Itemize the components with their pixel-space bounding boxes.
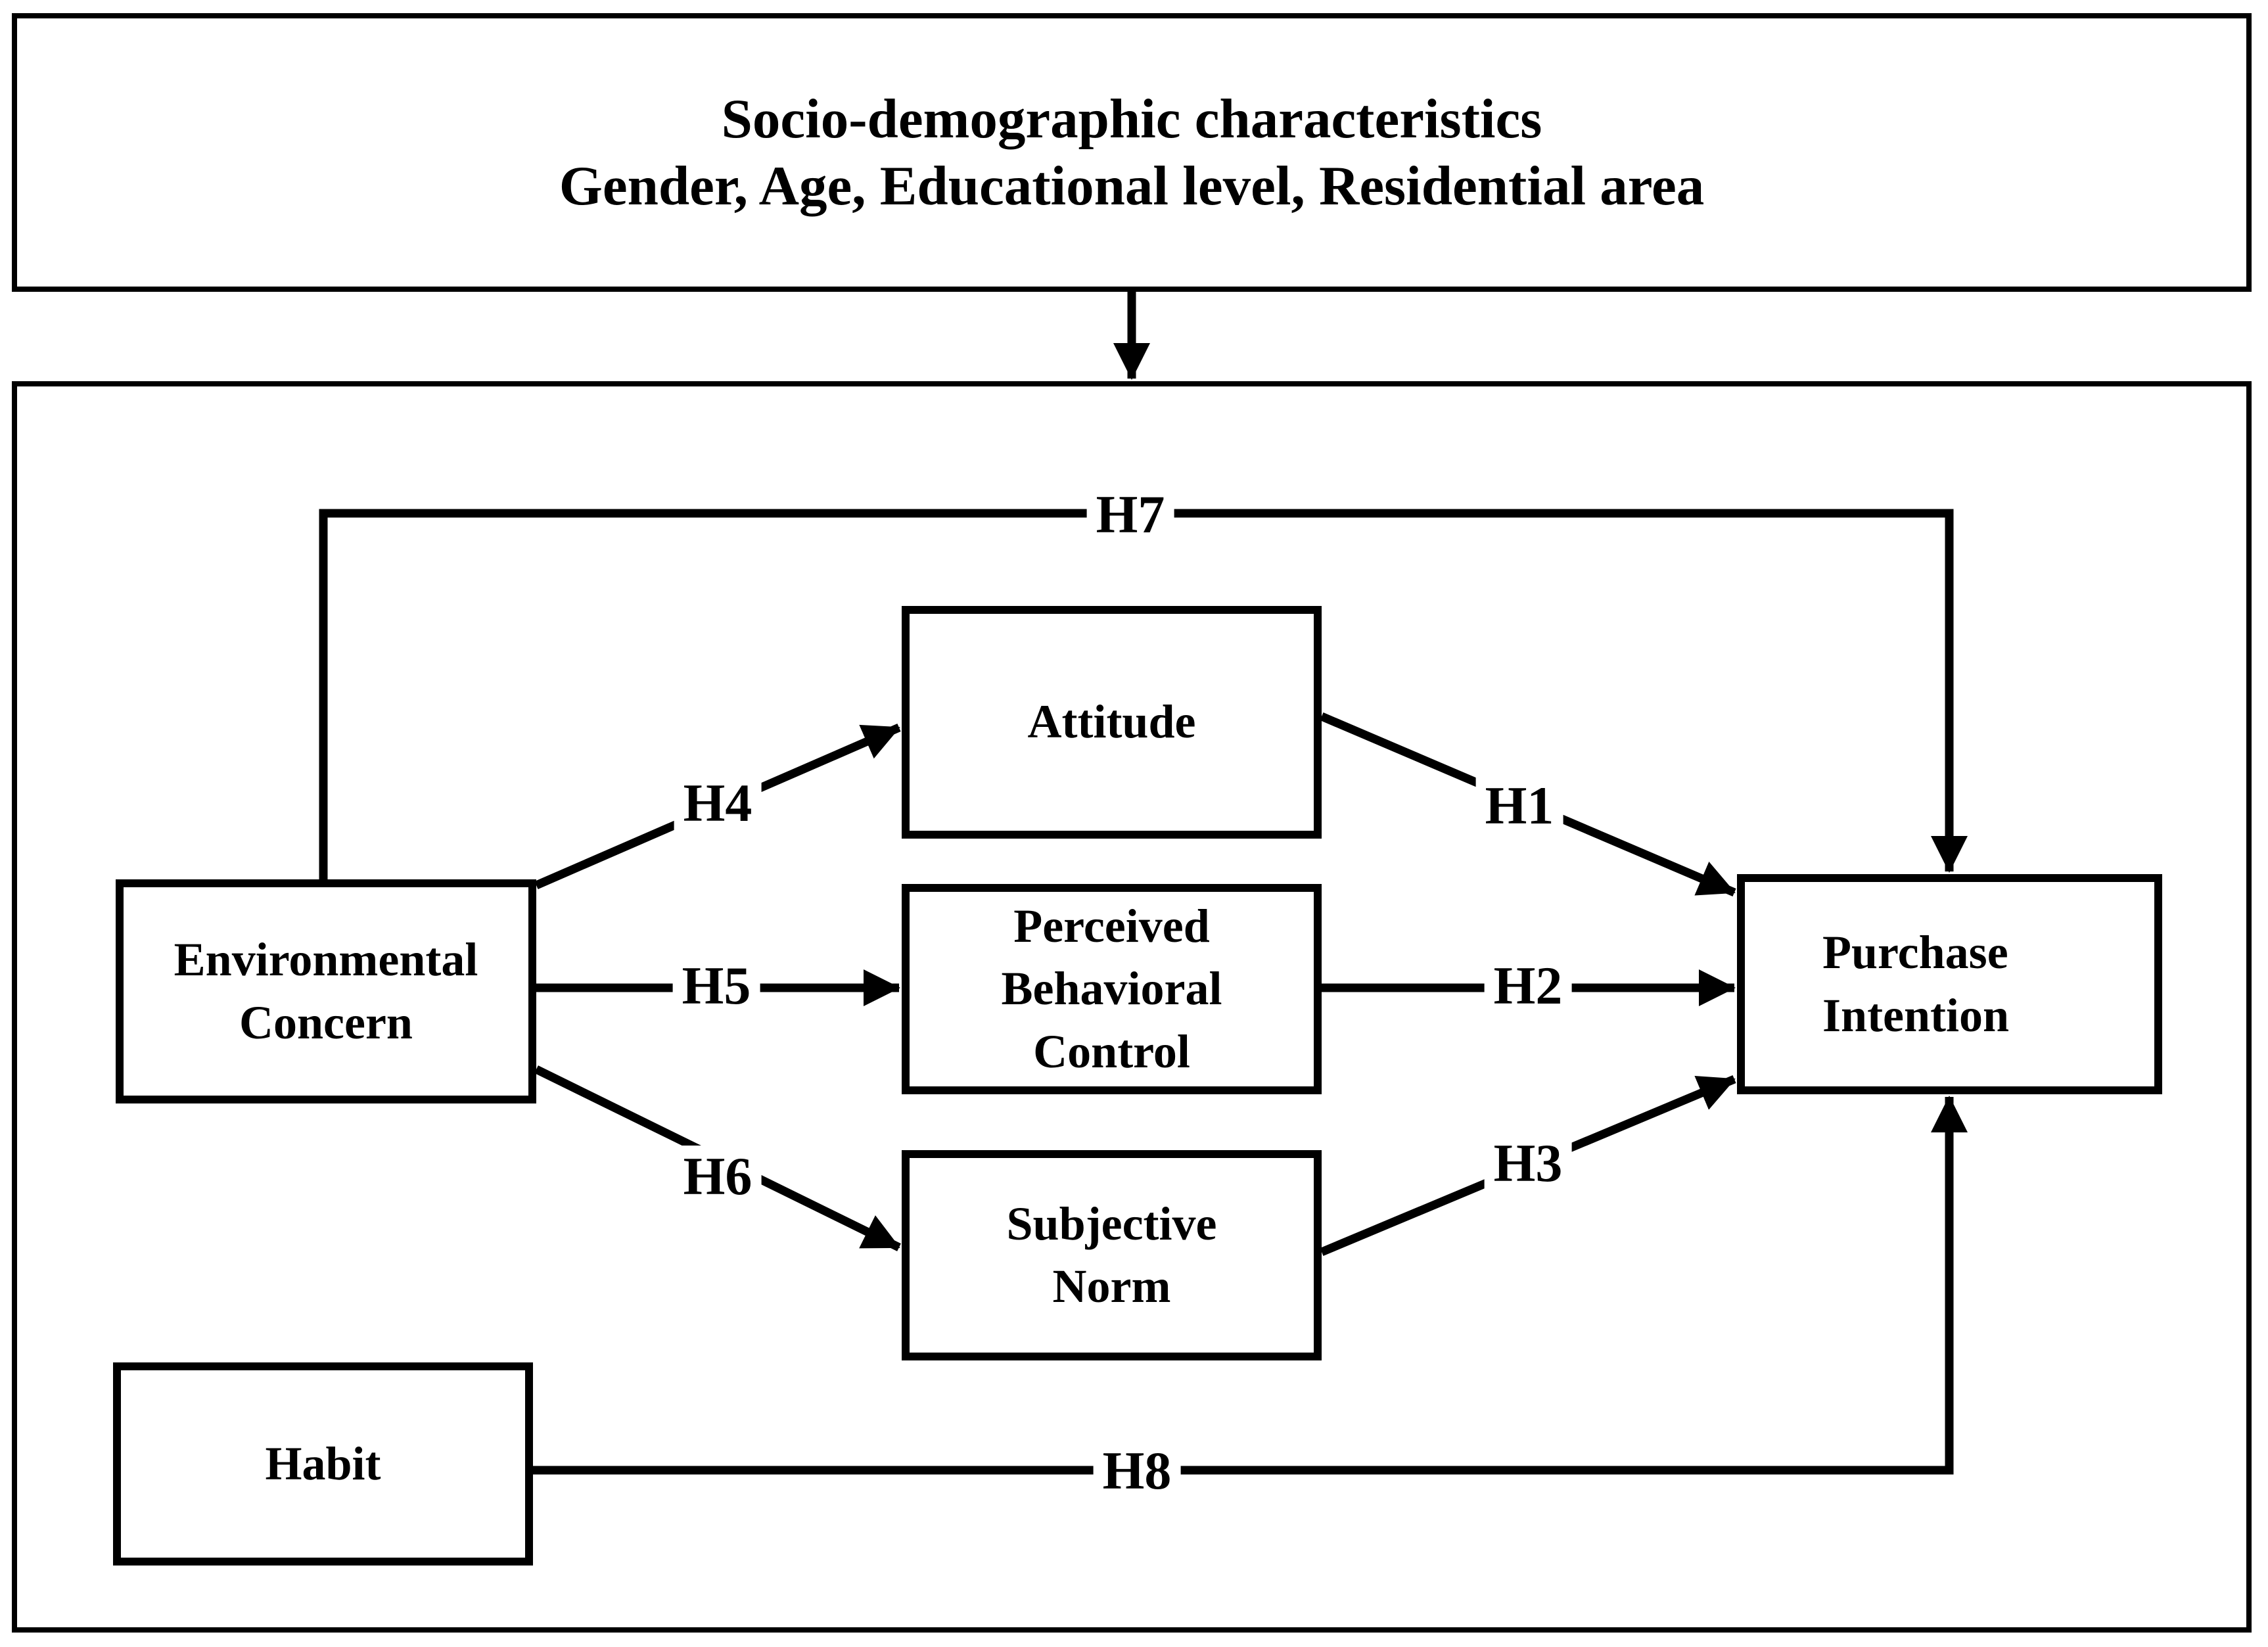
edge-label-h1: H1 <box>1475 775 1563 837</box>
edge-label-h7: H7 <box>1086 484 1174 545</box>
header-title: Socio-demographic characteristics <box>721 88 1542 150</box>
node-purchase-intention: Purchase Intention <box>1737 874 2162 1094</box>
node-perceived-behavioral-control: Perceived Behavioral Control <box>902 884 1322 1094</box>
edge-label-h6: H6 <box>674 1146 762 1207</box>
socio-demographic-box: Socio-demographic characteristics Gender… <box>12 13 2252 292</box>
node-label: Attitude <box>1027 695 1196 749</box>
node-label: Subjective Norm <box>1006 1197 1217 1312</box>
node-environmental-concern: Environmental Concern <box>116 879 536 1103</box>
header-subtitle: Gender, Age, Educational level, Resident… <box>559 155 1705 217</box>
model-container-box <box>12 381 2252 1633</box>
node-subjective-norm: Subjective Norm <box>902 1150 1322 1360</box>
edge-h8-line <box>533 1096 1968 1475</box>
edge-label-h2: H2 <box>1484 955 1572 1017</box>
node-label: Habit <box>265 1437 381 1490</box>
node-label: Perceived Behavioral Control <box>1001 900 1222 1078</box>
node-habit: Habit <box>113 1362 533 1566</box>
edge-label-h3: H3 <box>1484 1132 1572 1194</box>
node-label: Purchase Intention <box>1822 926 2010 1042</box>
edge-label-h4: H4 <box>674 772 762 834</box>
edge-label-h5: H5 <box>672 955 760 1017</box>
edge-label-h8: H8 <box>1093 1440 1181 1502</box>
node-attitude: Attitude <box>902 606 1322 839</box>
node-label: Environmental Concern <box>174 933 478 1049</box>
